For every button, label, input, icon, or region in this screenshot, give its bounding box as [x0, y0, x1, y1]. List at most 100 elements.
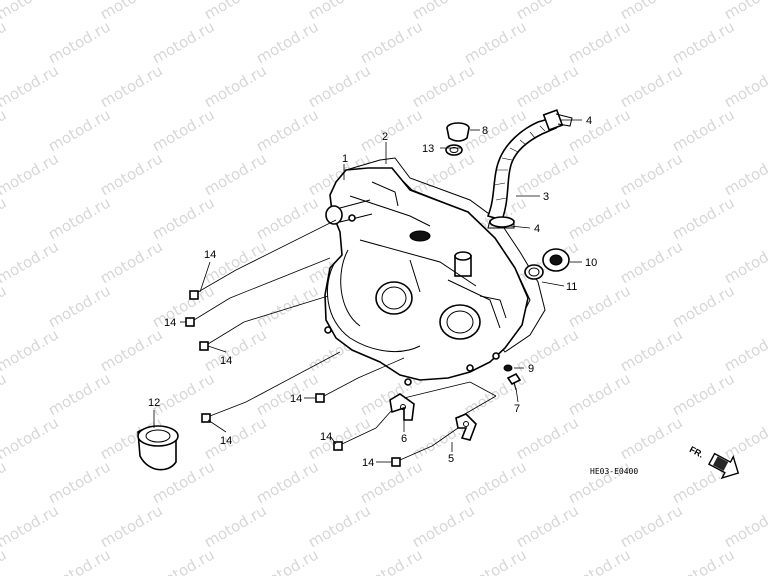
watermark-text: motod.ru: [0, 17, 10, 67]
watermark-text: motod.ru: [617, 149, 686, 199]
callout-labels: 1 2 3 4 4 5 6 7 8 9 10 11 12 13 14 14 14…: [148, 115, 597, 469]
watermark-text: motod.ru: [617, 413, 686, 463]
watermark-text: motod.ru: [617, 0, 686, 23]
callout-11: 11: [566, 281, 577, 293]
watermark-text: motod.ru: [513, 61, 582, 111]
watermark-text: motod.ru: [253, 281, 322, 331]
callout-3: 3: [543, 191, 549, 203]
watermark-text: motod.ru: [617, 501, 686, 551]
watermark-text: motod.ru: [97, 61, 166, 111]
watermark-text: motod.ru: [253, 105, 322, 155]
watermark-text: motod.ru: [513, 413, 582, 463]
watermark-text: motod.ru: [357, 17, 426, 67]
watermark-text: motod.ru: [97, 501, 166, 551]
watermark-text: motod.ru: [305, 501, 374, 551]
watermark-text: motod.ru: [0, 61, 62, 111]
watermark-text: motod.ru: [565, 369, 634, 419]
watermark-text: motod.ru: [461, 17, 530, 67]
watermark-text: motod.ru: [97, 149, 166, 199]
watermark-text: motod.ru: [0, 193, 10, 243]
watermark-text: motod.ru: [721, 413, 768, 463]
watermark-text: motod.ru: [201, 0, 270, 23]
watermark-text: motod.ru: [305, 61, 374, 111]
watermark-text: motod.ru: [149, 369, 218, 419]
callout-14-g: 14: [362, 457, 374, 469]
bolts: [185, 269, 433, 467]
watermark-text: motod.ru: [201, 149, 270, 199]
watermark-text: motod.ru: [565, 457, 634, 507]
watermark-text: motod.ru: [409, 501, 478, 551]
watermark-text: motod.ru: [0, 501, 62, 551]
watermark-text: motod.ru: [45, 17, 114, 67]
watermark-text: motod.ru: [0, 545, 10, 576]
watermark-text: motod.ru: [513, 501, 582, 551]
watermark-text: motod.ru: [149, 105, 218, 155]
watermark-text: motod.ru: [201, 413, 270, 463]
watermark-text: motod.ru: [669, 281, 738, 331]
watermark-text: motod.ru: [0, 325, 62, 375]
watermark-text: motod.ru: [253, 457, 322, 507]
watermark-text: motod.ru: [305, 0, 374, 23]
watermark-text: motod.ru: [409, 149, 478, 199]
watermark-text: motod.ru: [409, 61, 478, 111]
watermark-text: motod.ru: [0, 281, 10, 331]
watermark-text: motod.ru: [149, 17, 218, 67]
callout-14-b: 14: [164, 317, 176, 329]
bolt-d: [315, 377, 359, 403]
watermark-text: motod.ru: [45, 369, 114, 419]
watermark-text: motod.ru: [669, 545, 738, 576]
watermark-text: motod.ru: [149, 545, 218, 576]
crankcase-cover: [324, 157, 546, 386]
watermark-text: motod.ru: [721, 61, 768, 111]
callout-14-e: 14: [220, 435, 232, 447]
front-label: FR.: [688, 444, 705, 460]
watermark-text: motod.ru: [409, 0, 478, 23]
watermark-text: motod.ru: [669, 17, 738, 67]
watermark-text: motod.ru: [669, 105, 738, 155]
watermark-text: motod.ru: [0, 0, 62, 23]
callout-9: 9: [528, 363, 534, 375]
oil-seals: [137, 248, 570, 471]
watermark-text: motod.ru: [0, 237, 62, 287]
watermark-text: motod.ru: [0, 369, 10, 419]
watermark-text: motod.ru: [45, 281, 114, 331]
watermark-text: motod.ru: [357, 545, 426, 576]
brackets: [389, 364, 522, 441]
watermark-text: motod.ru: [617, 237, 686, 287]
watermark-text: motod.ru: [565, 545, 634, 576]
watermark-text: motod.ru: [721, 501, 768, 551]
callout-14-d: 14: [290, 393, 302, 405]
watermark-text: motod.ru: [45, 545, 114, 576]
callout-14-f: 14: [320, 431, 332, 443]
callout-7: 7: [514, 403, 520, 415]
watermark-text: motod.ru: [97, 325, 166, 375]
watermark-text: motod.ru: [201, 501, 270, 551]
watermark-text: motod.ru: [461, 545, 530, 576]
callout-6: 6: [401, 433, 407, 445]
watermark-text: motod.ru: [461, 457, 530, 507]
watermark-text: motod.ru: [565, 17, 634, 67]
watermark-text: motod.ru: [45, 457, 114, 507]
watermark-text: motod.ru: [669, 193, 738, 243]
watermark-text: motod.ru: [617, 325, 686, 375]
watermark-text: motod.ru: [565, 105, 634, 155]
callout-14-a: 14: [204, 249, 216, 261]
watermark-text: motod.ru: [45, 105, 114, 155]
callout-4-bottom: 4: [534, 223, 540, 235]
callout-13: 13: [422, 143, 434, 155]
watermark-text: motod.ru: [149, 281, 218, 331]
watermark-text: motod.ru: [253, 193, 322, 243]
watermark-text: motod.ru: [97, 0, 166, 23]
breather-hose: [486, 109, 573, 229]
watermark-text: motod.ru: [0, 149, 62, 199]
watermark-text: motod.ru: [253, 369, 322, 419]
watermark-text: motod.ru: [97, 237, 166, 287]
watermark-text: motod.ru: [565, 193, 634, 243]
watermark-text: motod.ru: [617, 61, 686, 111]
watermark-text: motod.ru: [669, 369, 738, 419]
callout-12: 12: [148, 397, 160, 409]
bolt-e: [201, 401, 247, 423]
watermark-text: motod.ru: [0, 105, 10, 155]
bolt-a: [189, 269, 237, 300]
